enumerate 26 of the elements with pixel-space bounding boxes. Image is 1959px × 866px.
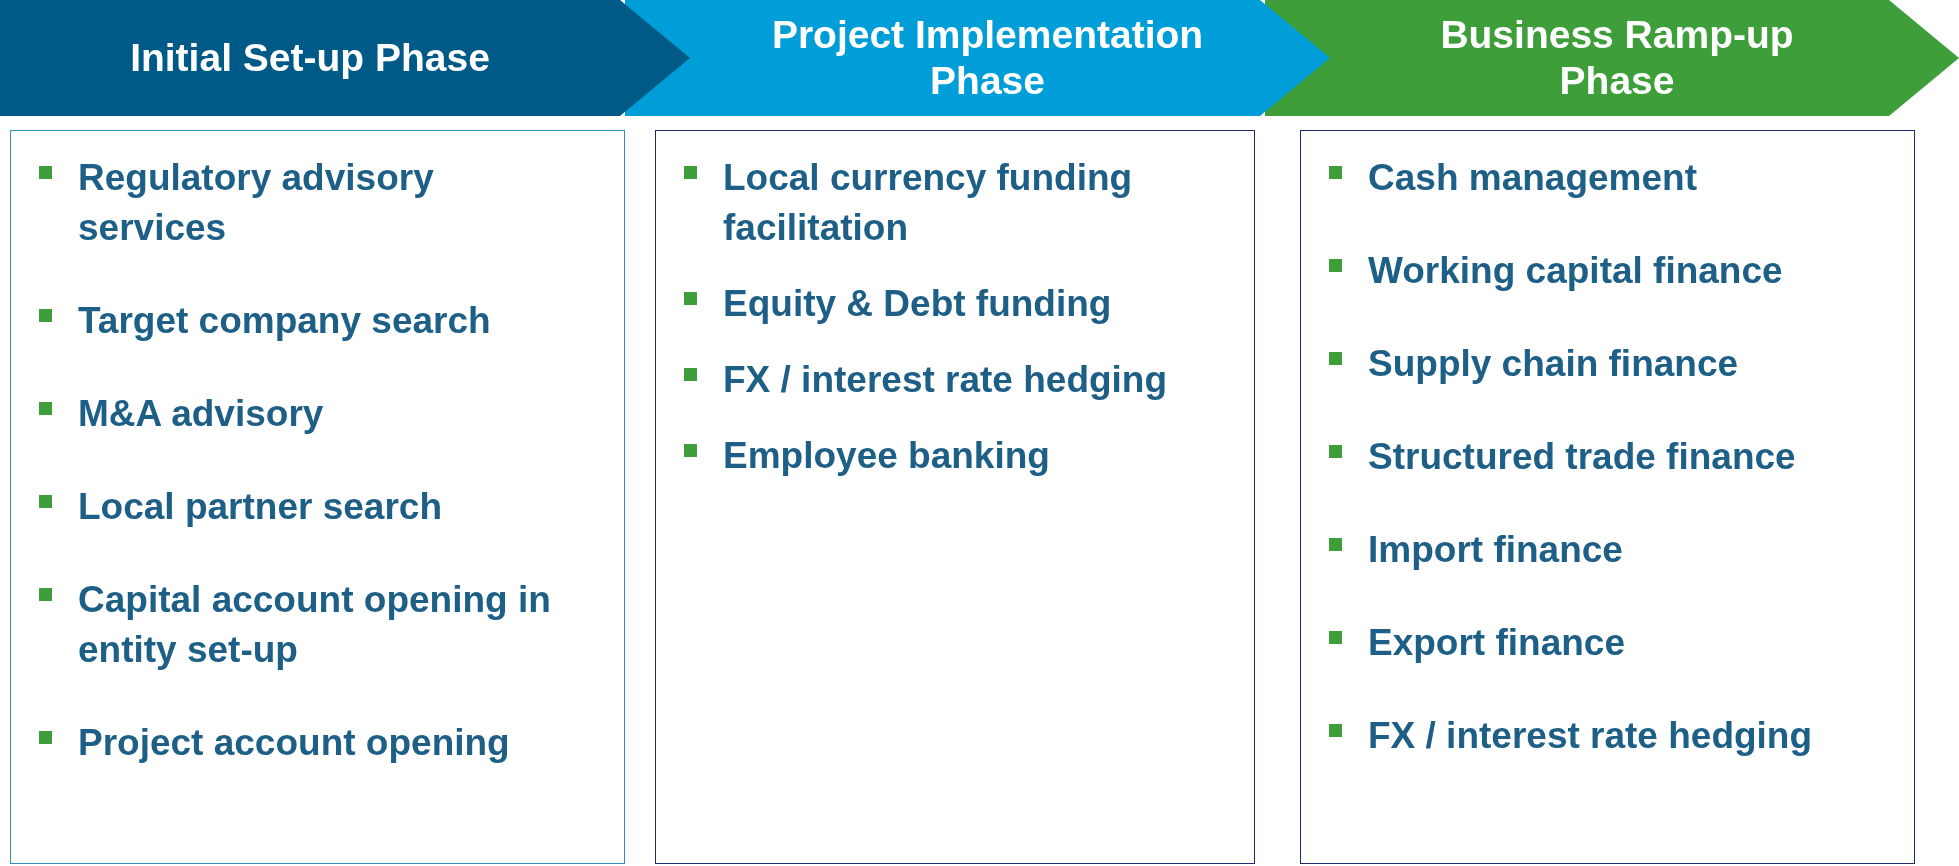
service-item: Supply chain finance bbox=[1368, 342, 1739, 386]
service-list-panel bbox=[1300, 130, 1915, 864]
service-item: Cash management bbox=[1368, 156, 1697, 200]
service-item: Equity & Debt funding bbox=[723, 282, 1112, 326]
service-item: Target company search bbox=[78, 299, 491, 343]
service-item: Project account opening bbox=[78, 721, 510, 765]
service-item: Working capital finance bbox=[1368, 249, 1783, 293]
phase-banner bbox=[625, 0, 1330, 116]
service-list-panel bbox=[655, 130, 1255, 864]
service-item: Employee banking bbox=[723, 434, 1050, 478]
service-item: M&A advisory bbox=[78, 392, 324, 436]
service-item: Import finance bbox=[1368, 528, 1623, 572]
service-item: Structured trade finance bbox=[1368, 435, 1796, 479]
phase-title: Business Ramp-up Phase bbox=[1439, 12, 1795, 104]
service-item: Regulatory advisory services bbox=[78, 156, 435, 250]
service-item: Local partner search bbox=[78, 485, 442, 529]
service-item: Local currency funding facilitation bbox=[723, 156, 1134, 250]
service-item: Export finance bbox=[1368, 621, 1625, 665]
phase-title: Project Implementation Phase bbox=[770, 12, 1205, 104]
service-item: FX / interest rate hedging bbox=[1368, 714, 1813, 758]
service-item: FX / interest rate hedging bbox=[723, 358, 1168, 402]
service-item: Capital account opening in entity set-up bbox=[78, 578, 552, 672]
phase-title: Initial Set-up Phase bbox=[130, 35, 490, 81]
service-list-panel bbox=[10, 130, 625, 864]
phase-banner bbox=[0, 0, 690, 116]
phase-banner bbox=[1265, 0, 1959, 116]
